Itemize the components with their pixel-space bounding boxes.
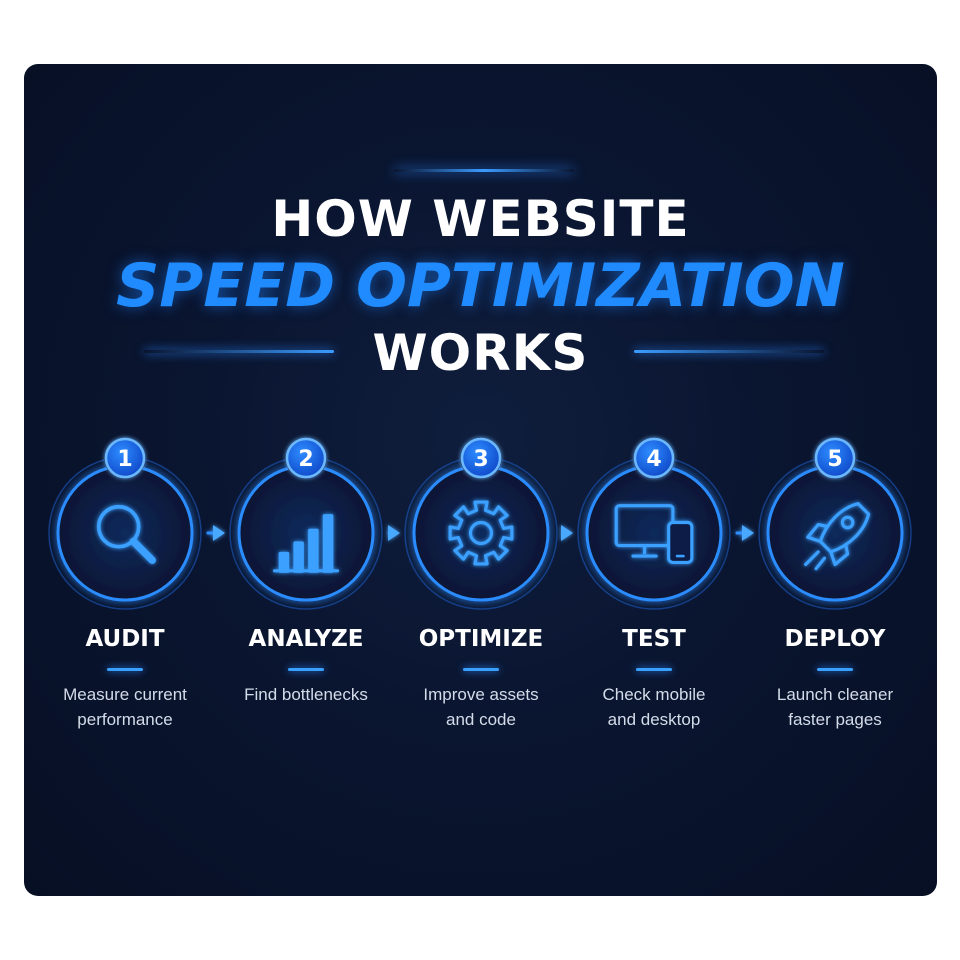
connector-arrow	[735, 525, 754, 541]
step-label: OPTIMIZE	[418, 626, 544, 652]
step-description: Launch cleaner faster pages	[750, 682, 920, 732]
gear-icon	[448, 500, 514, 566]
title-line-1: HOW WEBSITE	[271, 190, 690, 248]
step-description-line: performance	[77, 710, 173, 729]
step-label: ANALYZE	[248, 626, 364, 652]
step-circle	[56, 464, 194, 602]
step-description-line: Check mobile	[602, 685, 706, 704]
step-description: Improve assets and code	[396, 682, 566, 732]
step-description: Check mobile and desktop	[569, 682, 739, 732]
step-label: AUDIT	[85, 626, 165, 652]
title-line-3: WORKS	[372, 324, 589, 382]
step-circle	[766, 464, 904, 602]
connector-arrow	[561, 525, 573, 541]
step-node-5: 5	[758, 437, 912, 610]
left-glow-line	[144, 350, 334, 353]
step-underline	[817, 668, 853, 671]
step-node-1: 1	[48, 437, 202, 610]
step-underline	[463, 668, 499, 671]
step-label: TEST	[622, 626, 686, 652]
step-number-badge	[633, 437, 675, 479]
step-node-2: 2	[229, 437, 383, 610]
connector-arrow	[206, 525, 225, 541]
step-underline	[636, 668, 672, 671]
step-description-line: faster pages	[788, 710, 882, 729]
step-description-line: and code	[446, 710, 516, 729]
top-glow-line	[394, 169, 574, 172]
step-description: Measure current performance	[40, 682, 210, 732]
step-number-badge	[285, 437, 327, 479]
devices-icon	[614, 504, 694, 564]
step-description: Find bottlenecks	[221, 682, 391, 707]
step-label: DEPLOY	[784, 626, 886, 652]
right-glow-line	[634, 350, 824, 353]
step-description-line: Improve assets	[423, 685, 539, 704]
step-description-line: Launch cleaner	[776, 685, 894, 704]
step-node-3: 3	[404, 437, 558, 610]
step-circle	[237, 464, 375, 602]
step-number: 4	[646, 447, 661, 472]
step-node-4: 4	[577, 437, 731, 610]
step-number: 2	[298, 447, 313, 472]
infographic-card: HOW WEBSITE SPEED OPTIMIZATION WORKS 1 2 3…	[24, 64, 937, 896]
step-number-badge	[104, 437, 146, 479]
step-number: 1	[117, 447, 132, 472]
step-description-line: Find bottlenecks	[244, 685, 368, 704]
process-diagram: 1 2 3 4 5	[48, 437, 912, 610]
step-description-line: and desktop	[607, 710, 701, 729]
step-number: 5	[827, 447, 842, 472]
connector-arrow	[387, 525, 400, 541]
bar-chart-icon	[272, 514, 340, 573]
step-circle	[585, 464, 723, 602]
step-description-line: Measure current	[63, 685, 187, 704]
step-underline	[107, 668, 143, 671]
title-line-2: SPEED OPTIMIZATION	[116, 251, 845, 321]
step-circle	[412, 464, 550, 602]
step-number-badge	[814, 437, 856, 479]
rocket-icon	[804, 502, 871, 571]
step-number-badge	[460, 437, 502, 479]
step-number: 3	[473, 447, 488, 472]
step-underline	[288, 668, 324, 671]
magnifier-icon	[96, 504, 156, 564]
